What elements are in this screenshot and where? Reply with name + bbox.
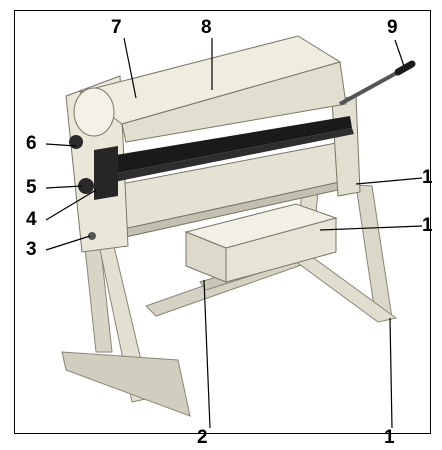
leader-lines [45, 37, 423, 429]
callout-1-lower: 1 [384, 427, 395, 448]
callout-2: 2 [197, 427, 208, 448]
upper-beam [73, 35, 347, 143]
callout-1-upper: 1 [422, 167, 433, 188]
callout-9: 9 [387, 17, 398, 38]
callout-8: 8 [201, 17, 212, 38]
callout-7: 7 [111, 17, 122, 38]
clamping-bar [94, 116, 354, 200]
callout-5: 5 [26, 177, 37, 198]
callout-3: 3 [26, 239, 37, 260]
tool-box [184, 203, 338, 283]
image-frame [14, 10, 431, 434]
handle [339, 60, 416, 106]
callout-4: 4 [26, 209, 37, 230]
callout-1-middle: 1 [422, 215, 433, 236]
callout-6: 6 [26, 133, 37, 154]
